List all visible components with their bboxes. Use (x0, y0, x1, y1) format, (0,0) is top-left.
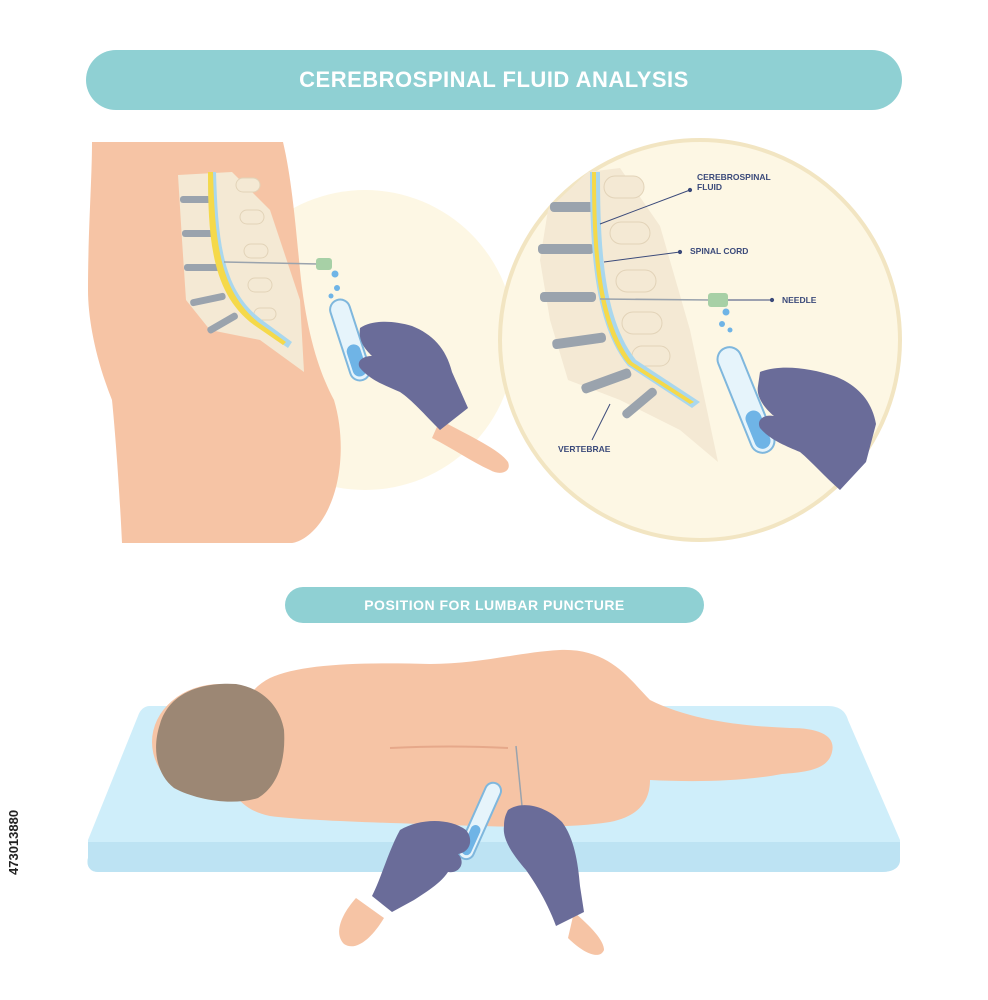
side-view-figure (88, 142, 515, 543)
zoom-fluid-drops (719, 308, 733, 333)
side-glove (358, 321, 468, 430)
left-forearm (339, 898, 384, 947)
zoom-view: CEREBROSPINAL FLUID SPINAL CORD NEEDLE V… (498, 138, 902, 542)
zoom-spine (538, 168, 718, 462)
subtitle-banner: POSITION FOR LUMBAR PUNCTURE (285, 587, 704, 623)
label-cerebrospinal-fluid: CEREBROSPINAL FLUID (697, 172, 773, 192)
side-forearm (432, 420, 509, 473)
label-needle: NEEDLE (782, 295, 817, 305)
title-text: CEREBROSPINAL FLUID ANALYSIS (299, 67, 689, 92)
patient-body (227, 649, 833, 827)
patient-needle (515, 745, 523, 807)
callout-lines (591, 187, 775, 441)
label-vertebrae: VERTEBRAE (558, 444, 611, 454)
patient-scene (87, 649, 900, 955)
right-glove (503, 805, 584, 926)
patient-hair (156, 683, 285, 802)
zoom-needle (599, 298, 713, 301)
subtitle-text: POSITION FOR LUMBAR PUNCTURE (364, 597, 625, 613)
left-glove (372, 821, 471, 912)
right-forearm (568, 912, 604, 955)
side-fluid-drops (328, 270, 340, 299)
side-needle (223, 261, 319, 265)
stock-id: 473013880 (6, 809, 21, 875)
zoom-needle-hub (708, 293, 728, 307)
zoom-glove (757, 367, 876, 490)
title-banner: CEREBROSPINAL FLUID ANALYSIS (86, 50, 902, 110)
label-spinal-cord: SPINAL CORD (690, 246, 748, 256)
side-needle-hub (316, 258, 332, 270)
side-spine (178, 172, 304, 372)
